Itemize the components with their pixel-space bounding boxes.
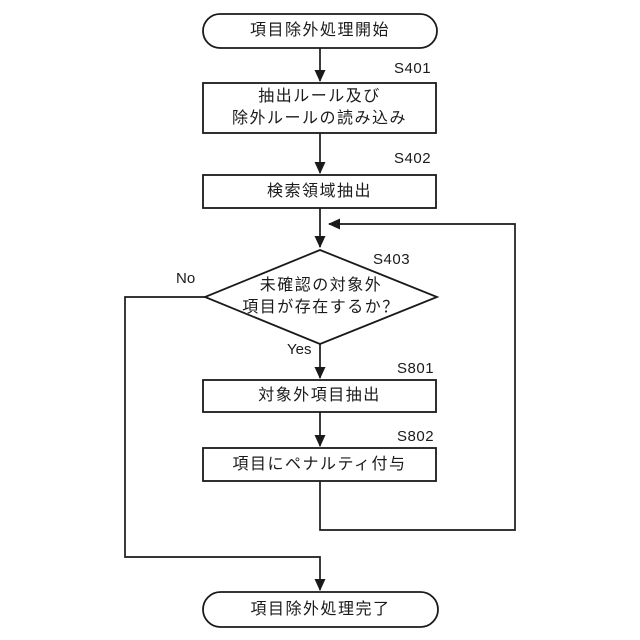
edge-s403-no-to-end [124,296,326,591]
s802-label-text: 項目にペナルティ付与 [232,455,407,473]
branch-label-no: No [176,270,196,287]
s402-label-text: 検索領域抽出 [266,182,372,200]
edge-s802-loopback-to-s403 [319,218,516,531]
start-label-text: 項目除外処理開始 [249,22,390,39]
s401-label-line2: 除外ルールの読み込み [231,110,407,127]
start-node-label: 項目除外処理開始 [203,14,437,48]
s403-label-line2: 項目が存在するか？ [242,299,400,316]
s403-node-label: 未確認の対象外 項目が存在するか？ [205,250,437,344]
s801-node-label: 対象外項目抽出 [203,380,436,412]
s402-process-shape [202,174,437,209]
s401-label-line1: 抽出ルール及び [258,88,381,105]
start-terminator-shape [202,13,438,49]
end-label-text: 項目除外処理完了 [250,600,391,618]
s403-label-line1: 未確認の対象外 [259,277,383,294]
step-label-s802: S802 [397,428,435,445]
end-node-label: 項目除外処理完了 [203,592,438,627]
step-label-s403: S403 [373,251,411,268]
s801-label-text: 対象外項目抽出 [258,387,381,404]
s401-node-label: 抽出ルール及び 除外ルールの読み込み [203,83,436,133]
step-label-s801: S801 [397,360,435,377]
s402-node-label: 検索領域抽出 [203,175,436,208]
s802-process-shape [202,447,437,482]
step-label-s401: S401 [394,60,432,77]
step-label-s402: S402 [394,150,432,167]
s802-node-label: 項目にペナルティ付与 [203,448,436,481]
s403-decision-shape [202,249,440,345]
end-terminator-shape [202,591,439,628]
s401-process-shape [202,82,437,134]
s801-process-shape [202,379,437,413]
branch-label-yes: Yes [287,341,312,358]
